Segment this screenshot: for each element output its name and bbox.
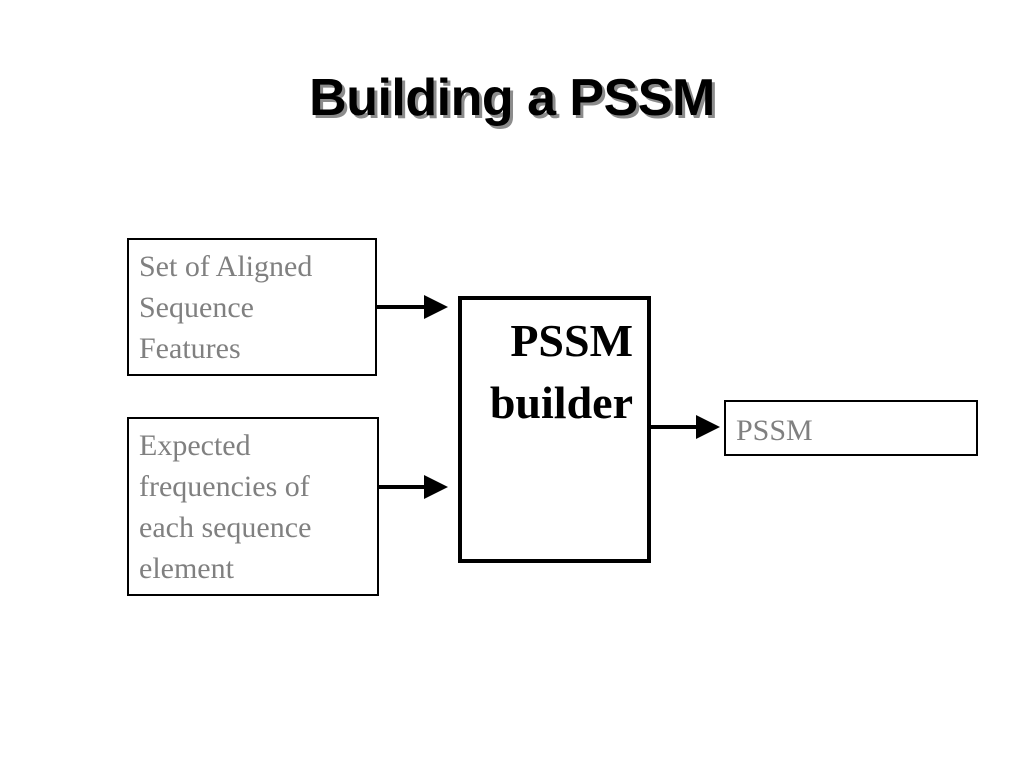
slide-title: Building a PSSM xyxy=(309,69,715,127)
pssm-builder-box: PSSM builder xyxy=(458,296,651,563)
input-box-line: Sequence xyxy=(139,291,254,324)
input-box-line: frequencies of xyxy=(139,470,310,503)
input-box-line: each sequence xyxy=(139,511,312,544)
builder-label-line: PSSM xyxy=(510,315,633,366)
input-box-line: Set of Aligned xyxy=(139,250,313,283)
input-box-expected-frequencies: Expected frequencies of each sequence el… xyxy=(127,417,379,596)
builder-label-line: builder xyxy=(489,377,633,428)
input-box-aligned-features: Set of Aligned Sequence Features xyxy=(127,238,377,376)
input-box-line: Features xyxy=(139,332,241,365)
output-box-pssm: PSSM xyxy=(724,400,978,456)
input-box-line: element xyxy=(139,552,234,585)
input-box-line: Expected xyxy=(139,429,251,462)
